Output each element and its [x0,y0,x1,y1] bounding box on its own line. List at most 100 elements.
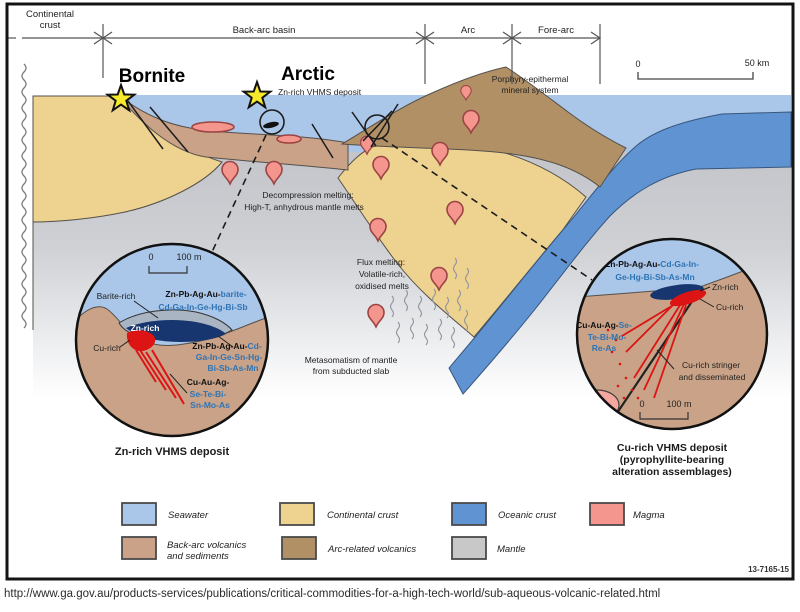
assemblage-3-line-2: Se-Te-Bi- [190,389,227,399]
zn-rich-label: Zn-rich [131,323,160,333]
scale-bracket [637,72,754,80]
assemblage-2-line-3: Bi-Sb-As-Mn [208,363,259,373]
inset-left-scale-bracket [148,266,188,274]
assemblage-r1-line-1: Zn-Pb-Ag-Au-Cd-Ga-In- [605,259,699,269]
assemblage-1-line-1: Zn-Pb-Ag-Au-barite- [165,289,246,299]
fault-deposit-circle [364,114,390,140]
back-arc-volcanics-region [117,94,349,171]
cu-rich-label: Cu-rich [93,343,121,353]
torn-edge-zigzag [21,63,27,329]
metasomatism-label-2: from subducted slab [313,366,390,376]
assemblage-r2-line-1: Cu-Au-Ag-Se- [576,320,632,330]
figure-border [5,2,795,581]
flux-label-1: Flux melting: [357,257,405,267]
assemblage-r1-line-2: Ge-Hg-Bi-Sb-As-Mn [615,272,694,282]
scale-zero: 0 [635,59,640,69]
legend-label-seawater: Seawater [168,510,209,521]
source-url: http://www.ga.gov.au/products-services/p… [4,588,660,600]
arctic-label: Arctic [281,64,335,85]
arctic-subtitle: Zn-rich VHMS deposit [278,87,362,97]
arctic-deposit-lens [263,121,279,129]
decompression-label-1: Decompression melting: [262,190,353,200]
inset-left-leader-lines [119,300,234,394]
cu-stringer-veins-right [621,299,687,399]
fault-line [127,100,164,150]
decompression-label-2: High-T, anhydrous mantle melts [244,202,364,212]
inset-zn-rich: Barite-rich Zn-rich Cu-rich Zn-Pb-Ag-Au-… [74,242,270,458]
assemblage-r2-line-3: Re-As [592,343,617,353]
zone-dimension-lines [6,24,602,84]
legend-swatch-continental [279,502,315,526]
legend-label-continental: Continental crust [327,510,399,521]
zn-rich-label-right: Zn-rich [712,282,739,292]
inset-right-scale-max: 100 m [666,399,691,409]
inset-right-outline [575,237,769,431]
zone-label-back-arc: Back-arc basin [233,25,296,36]
inset-left-caption: Zn-rich VHMS deposit [115,446,230,458]
assemblage-3-line-3: Sn-Mo-As [190,400,230,410]
inset-right-caption-3: alteration assemblages) [612,466,732,478]
zone-label-arc: Arc [461,25,476,36]
metasomatism-label-1: Metasomatism of mantle [305,355,398,365]
fault-line [311,123,334,159]
legend-label-back-arc-2: and sediments [167,551,229,562]
zone-label-continental-2: crust [40,20,61,31]
cu-rich-label-right: Cu-rich [716,302,744,312]
stringer-label-1: Cu-rich stringer [682,360,740,370]
inset-left-outline [74,242,270,438]
legend-swatch-seawater [121,502,157,526]
magma-bodies [191,84,480,328]
stringer-label-2: and disseminated [679,372,746,382]
inset-right-scale-bracket [639,412,689,420]
legend-swatch-back-arc [121,536,157,560]
zone-label-fore-arc: Fore-arc [538,25,574,36]
flux-label-2: Volatile-rich, [359,269,405,279]
fault-line [362,110,393,142]
fault-line [351,111,377,147]
inset-right-fault [606,287,702,429]
assemblage-3-line-1: Cu-Au-Ag- [187,377,230,387]
magma-sill [276,134,302,144]
fault-line [370,103,399,148]
arctic-deposit-circle [259,109,285,135]
legend-label-back-arc-1: Back-arc volcanics [167,540,246,551]
magma-sill [191,121,235,133]
assemblage-r2-line-2: Te-Bi-Mo- [588,332,627,342]
legend-label-magma: Magma [633,510,665,521]
legend-label-oceanic: Oceanic crust [498,510,556,521]
inset-right-caption-2: (pyrophyllite-bearing [620,454,724,466]
main-scale-bar: 0 50 km [635,58,769,80]
inset-right-leader-lines [656,286,715,370]
porphyry-label-2: mineral system [501,85,558,95]
legend-swatch-mantle [451,536,487,560]
assemblage-1-line-2: Cd-Ga-In-Ge-Hg-Bi-Sb [158,302,247,312]
arc-volcano-region [340,66,627,188]
legend-swatch-magma [589,502,625,526]
fault-line [149,106,189,153]
inset-cu-rich: Zn-Pb-Ag-Au-Cd-Ga-In- Ge-Hg-Bi-Sb-As-Mn … [575,237,769,478]
cu-stringer-veins [135,349,185,405]
legend-label-mantle: Mantle [497,544,526,555]
barite-rich-label: Barite-rich [97,291,136,301]
inset-left-scale-zero: 0 [148,252,153,262]
legend-swatch-oceanic [451,502,487,526]
porphyry-label-1: Porphyry-epithermal [492,74,569,84]
inset-right-caption-1: Cu-rich VHMS deposit [617,442,728,454]
legend-swatch-arc-related [281,536,317,560]
oceanic-crust-slab-region [448,111,792,395]
assemblage-2-line-1: Zn-Pb-Ag-Au-Cd- [192,341,262,351]
legend: Seawater Continental crust Oceanic crust… [121,502,790,574]
assemblage-2-line-2: Ga-In-Ge-Sn-Hg- [196,352,263,362]
disseminated-dots [606,328,640,400]
cu-rich-body [126,330,156,352]
figure-number: 13-7165-15 [748,565,789,574]
inset-left-scale-max: 100 m [176,252,201,262]
flux-label-3: oxidised melts [355,281,409,291]
dashed-leader-left-inset [211,134,267,253]
dashed-leader-right-inset [381,137,593,281]
zone-label-continental-1: Continental [26,9,74,20]
structural-lines [127,100,593,281]
bornite-label: Bornite [119,66,186,87]
